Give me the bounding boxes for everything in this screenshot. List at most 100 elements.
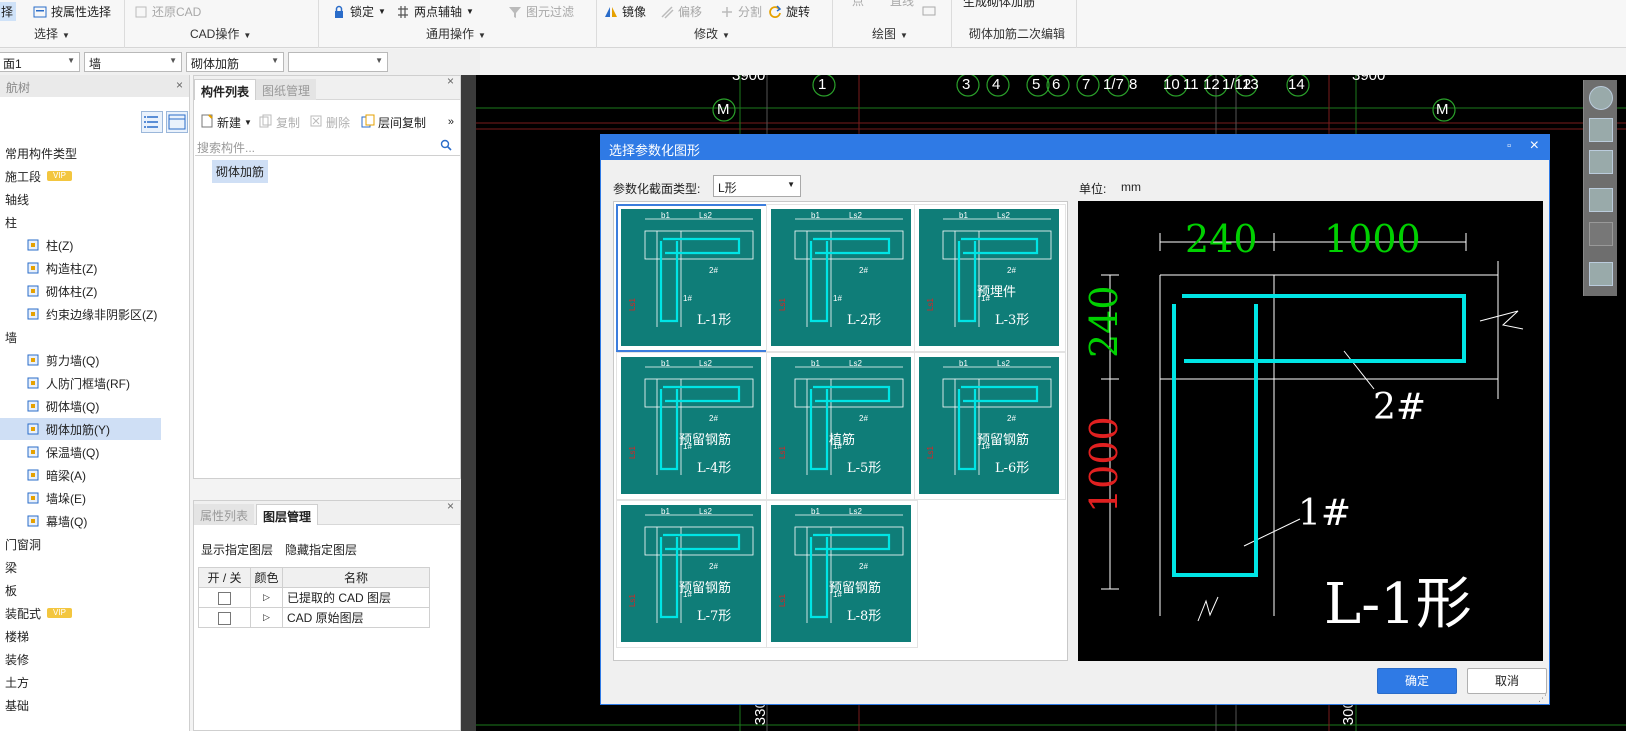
component-select[interactable]: ▼ <box>288 52 388 72</box>
svg-text:2#: 2# <box>709 414 718 423</box>
tab-layer-management[interactable]: 图层管理 <box>256 504 319 525</box>
svg-text:2#: 2# <box>709 562 718 571</box>
close-icon[interactable]: × <box>446 74 454 88</box>
nav-item[interactable]: 门窗洞 <box>0 533 161 555</box>
more-icon[interactable]: » <box>447 116 454 128</box>
new-component-button[interactable]: 新建▼ <box>200 114 252 131</box>
close-icon[interactable]: × <box>1529 137 1539 154</box>
layer-visibility-checkbox[interactable] <box>218 611 231 625</box>
draw-point-button[interactable]: 点 <box>852 0 865 8</box>
nav-item[interactable]: 暗梁(A) <box>0 464 161 486</box>
floor-copy-button[interactable]: 层间复制 <box>361 114 426 131</box>
svg-text:2#: 2# <box>859 414 868 423</box>
rotate-view-button[interactable] <box>1589 222 1613 246</box>
nav-item[interactable]: 梁 <box>0 556 161 578</box>
nav-item[interactable]: 轴线 <box>0 188 161 210</box>
close-icon[interactable]: × <box>446 499 454 513</box>
nav-item[interactable]: 装修 <box>0 648 161 670</box>
tab-property-list[interactable]: 属性列表 <box>194 504 255 525</box>
select-button[interactable]: 择 <box>0 2 17 21</box>
ok-button[interactable]: 确定 <box>1377 668 1457 694</box>
expand-arrow-icon[interactable]: ▷ <box>250 587 283 608</box>
card-view-button[interactable] <box>166 111 188 133</box>
list-view-button[interactable] <box>141 111 163 133</box>
top-view-button[interactable] <box>1589 150 1613 174</box>
expand-arrow-icon[interactable]: ▷ <box>250 607 283 628</box>
ribbon-group-label-modify[interactable]: 修改▼ <box>694 27 730 41</box>
element-filter-button[interactable]: 图元过滤 <box>508 3 574 20</box>
close-icon[interactable]: × <box>175 78 183 92</box>
section-type-select[interactable]: L形 ▼ <box>713 175 801 197</box>
draw-rect-button[interactable] <box>922 4 936 18</box>
mirror-button[interactable]: 镜像 <box>604 3 646 20</box>
category-select[interactable]: 墙▼ <box>84 52 182 72</box>
select-by-attribute-button[interactable]: 按属性选择 <box>33 3 111 20</box>
delete-component-button[interactable]: 删除 <box>309 114 350 131</box>
copy-component-button[interactable]: 复制 <box>259 114 300 131</box>
nav-item[interactable]: 墙垛(E) <box>0 487 161 509</box>
restore-cad-button[interactable]: 还原CAD <box>134 3 201 20</box>
offset-button[interactable]: 偏移 <box>660 3 702 20</box>
nav-item[interactable]: 约束边缘非阴影区(Z) <box>0 303 161 325</box>
unit-label: 单位: <box>1079 182 1107 196</box>
component-item[interactable]: 砌体加筋 <box>212 160 269 183</box>
ribbon-group-label-select[interactable]: 选择▼ <box>34 27 70 41</box>
nav-item[interactable]: 基础 <box>0 694 161 716</box>
orbit-view-button[interactable] <box>1589 86 1613 110</box>
nav-item[interactable]: 剪力墙(Q) <box>0 349 161 371</box>
grid-view-button[interactable] <box>1589 262 1613 286</box>
maximize-icon[interactable]: ▫ <box>1507 140 1511 152</box>
layer-visibility-checkbox[interactable] <box>218 591 231 605</box>
nav-item[interactable]: 人防门框墙(RF) <box>0 372 161 394</box>
floor-select[interactable]: 面1▼ <box>0 52 80 72</box>
draw-line-button[interactable]: 直线 <box>890 0 915 8</box>
hide-layer-button[interactable]: 隐藏指定图层 <box>285 543 358 557</box>
nav-item[interactable]: 幕墙(Q) <box>0 510 161 532</box>
axis-bubble <box>986 75 1010 97</box>
show-layer-button[interactable]: 显示指定图层 <box>201 543 274 557</box>
two-point-axis-button[interactable]: 两点辅轴▼ <box>396 3 474 20</box>
tab-component-list[interactable]: 构件列表 <box>194 79 257 100</box>
type-select[interactable]: 砌体加筋▼ <box>186 52 284 72</box>
nav-item[interactable]: 砌体柱(Z) <box>0 280 161 302</box>
3d-view-button[interactable] <box>1589 118 1613 142</box>
nav-item[interactable]: 楼梯 <box>0 625 161 647</box>
nav-item[interactable]: 板 <box>0 579 161 601</box>
rotate-button[interactable]: 旋转 <box>768 3 810 20</box>
nav-item[interactable]: 土方 <box>0 671 161 693</box>
cancel-button[interactable]: 取消 <box>1467 668 1547 694</box>
nav-item[interactable]: 柱(Z) <box>0 234 161 256</box>
nav-item[interactable]: 砌体加筋(Y) <box>0 418 161 440</box>
resize-grip-icon[interactable]: ⋰ <box>1538 693 1547 703</box>
nav-item[interactable]: 柱 <box>0 211 161 233</box>
nav-item[interactable]: 常用构件类型 <box>0 142 161 164</box>
component-search-input[interactable]: 搜索构件... <box>195 138 460 156</box>
tab-drawing-management[interactable]: 图纸管理 <box>256 79 317 100</box>
nav-item[interactable]: 构造柱(Z) <box>0 257 161 279</box>
ribbon-group-label-cad[interactable]: CAD操作▼ <box>190 27 252 41</box>
search-icon[interactable] <box>440 139 452 154</box>
lock-button[interactable]: 锁定▼ <box>332 3 386 20</box>
panel-splitter[interactable] <box>461 75 476 731</box>
split-button[interactable]: 分割 <box>720 3 762 20</box>
ribbon-group-label-general[interactable]: 通用操作▼ <box>426 27 486 41</box>
nav-item[interactable]: 砌体墙(Q) <box>0 395 161 417</box>
generate-masonry-rebar-button[interactable]: 生成砌体加筋 <box>963 0 1036 9</box>
nav-item-label: 剪力墙(Q) <box>46 353 100 368</box>
nav-item[interactable]: 墙 <box>0 326 161 348</box>
nav-item-label: 砌体加筋(Y) <box>46 422 110 437</box>
iso-view-button[interactable] <box>1589 188 1613 212</box>
nav-item[interactable]: 保温墙(Q) <box>0 441 161 463</box>
ribbon-group-label-draw[interactable]: 绘图▼ <box>872 27 908 41</box>
